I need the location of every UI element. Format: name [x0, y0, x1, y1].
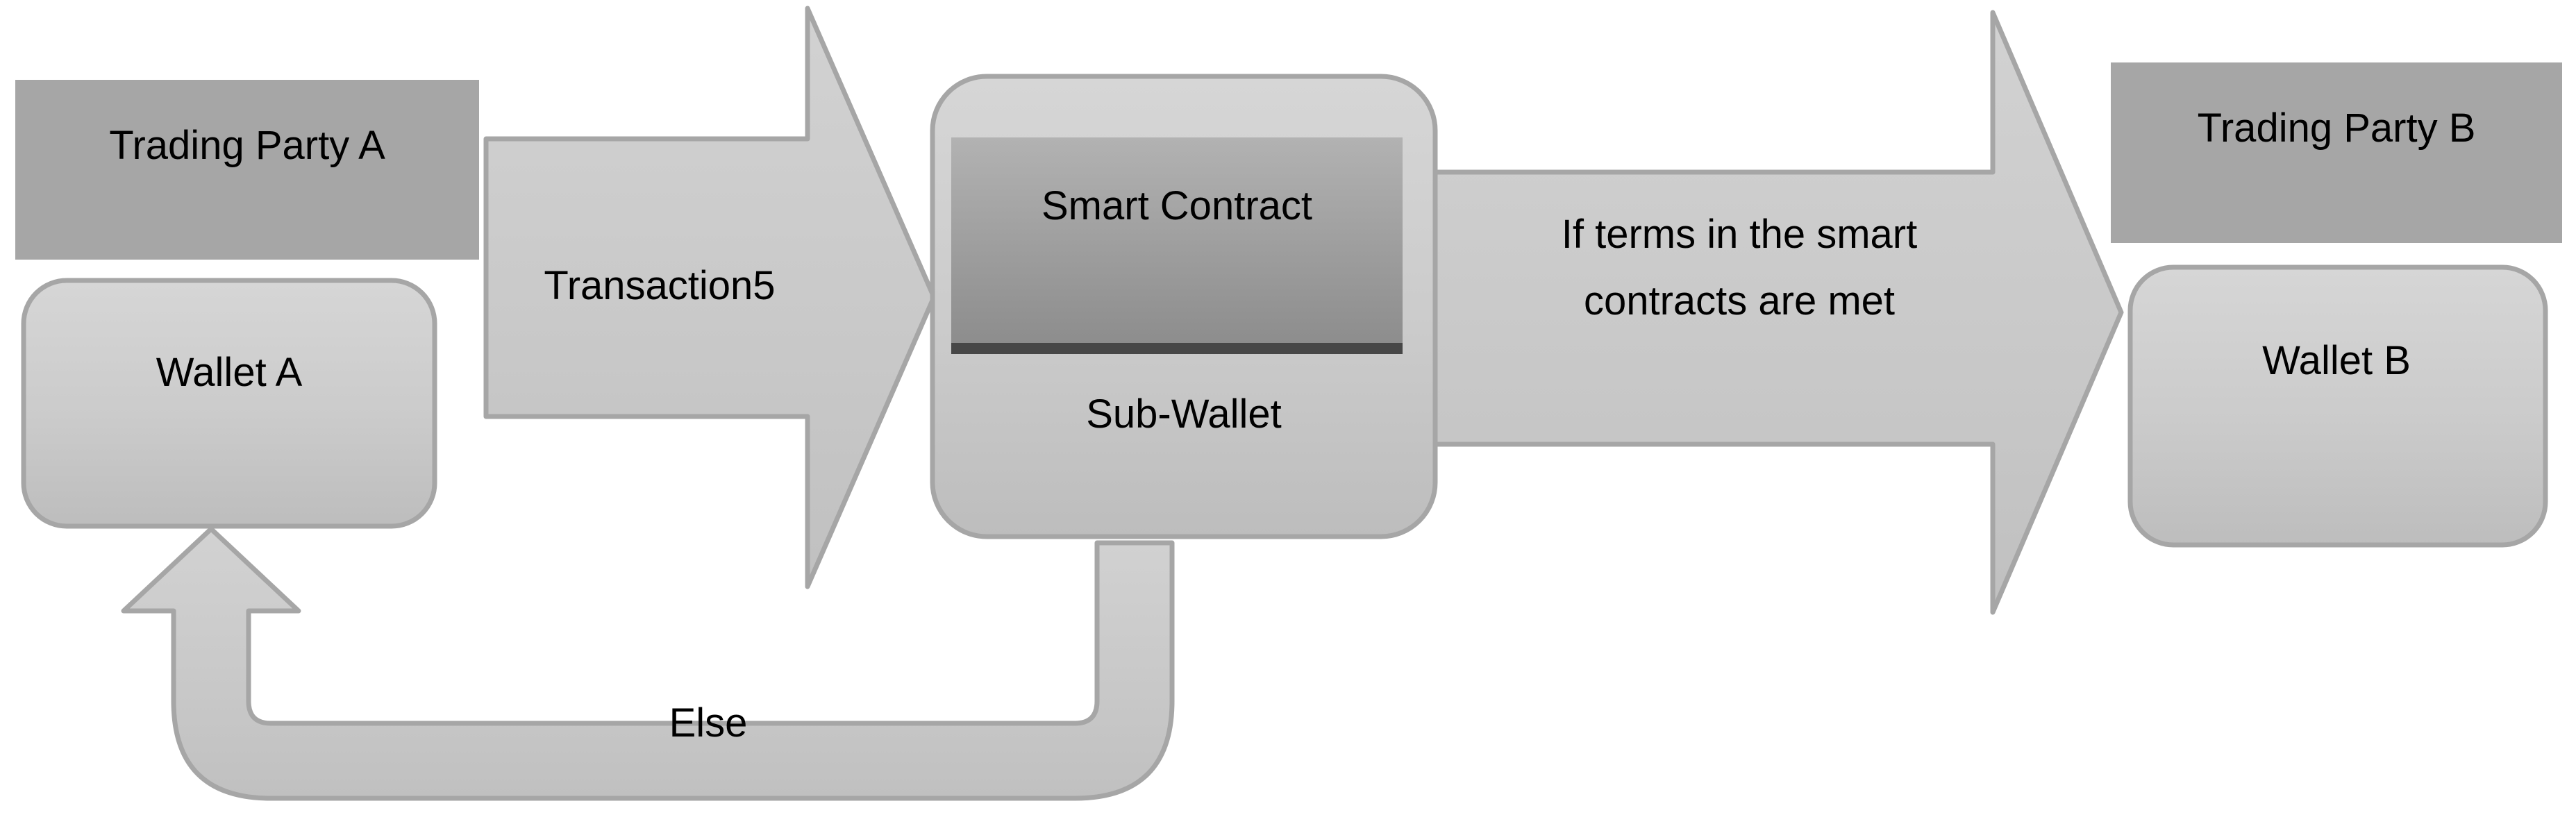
- smart-contract-shape: [951, 137, 1403, 354]
- terms-met-arrow-shape: [1429, 10, 2124, 615]
- wallet-b-shape: [2127, 264, 2548, 548]
- trading-party-a-shape: [15, 80, 479, 260]
- trading-party-b-shape: [2111, 62, 2562, 243]
- wallet-a-shape: [21, 278, 437, 529]
- transaction-arrow-shape: [483, 6, 937, 589]
- else-arrow-shape: [121, 526, 1175, 801]
